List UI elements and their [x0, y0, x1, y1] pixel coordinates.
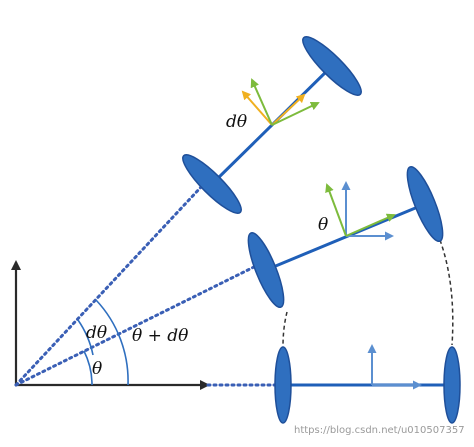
arrow-green-up-middle — [325, 183, 347, 237]
arrow-yellow-up-top — [241, 90, 273, 126]
arc-theta — [83, 350, 93, 386]
watermark-text: https://blog.csdn.net/u010507357 — [294, 425, 465, 436]
trajectory-left — [282, 311, 288, 347]
wheel-ellipse-icon — [247, 231, 285, 309]
arrow-green-right-top — [271, 101, 320, 126]
angle-arcs — [77, 299, 129, 386]
label-dtheta-top: dθ — [226, 112, 247, 132]
wheel-ellipse-icon — [302, 36, 362, 96]
dotted-reference-lines — [14, 184, 280, 387]
dotted-line-theta-plus-dtheta — [14, 184, 204, 387]
arrow-green-right-middle — [345, 213, 396, 237]
vehicle-middle — [247, 165, 444, 309]
arc-dtheta — [77, 319, 94, 356]
wheel-ellipse-icon — [443, 346, 461, 424]
label-angle-dtheta: dθ — [86, 323, 107, 343]
dotted-line-theta — [14, 262, 262, 387]
label-angle-theta-plus-dtheta: θ + dθ — [132, 326, 188, 346]
vehicle-bottom — [274, 344, 461, 424]
xy-axes-icon — [11, 260, 210, 390]
wheel-ellipse-icon — [182, 154, 242, 214]
axle-middle — [265, 202, 426, 272]
label-theta-middle: θ — [318, 215, 328, 235]
trajectory-dashes — [282, 239, 454, 347]
wheel-ellipse-icon — [406, 165, 444, 243]
label-angle-theta: θ — [92, 359, 102, 379]
arc-theta-plus-dtheta — [95, 299, 129, 386]
trajectory-right — [439, 239, 454, 346]
arrow-green-up-top — [250, 78, 273, 126]
arrow-yellow-right-top — [271, 93, 306, 126]
wheel-ellipse-icon — [274, 346, 292, 424]
vehicle-top — [182, 36, 362, 214]
